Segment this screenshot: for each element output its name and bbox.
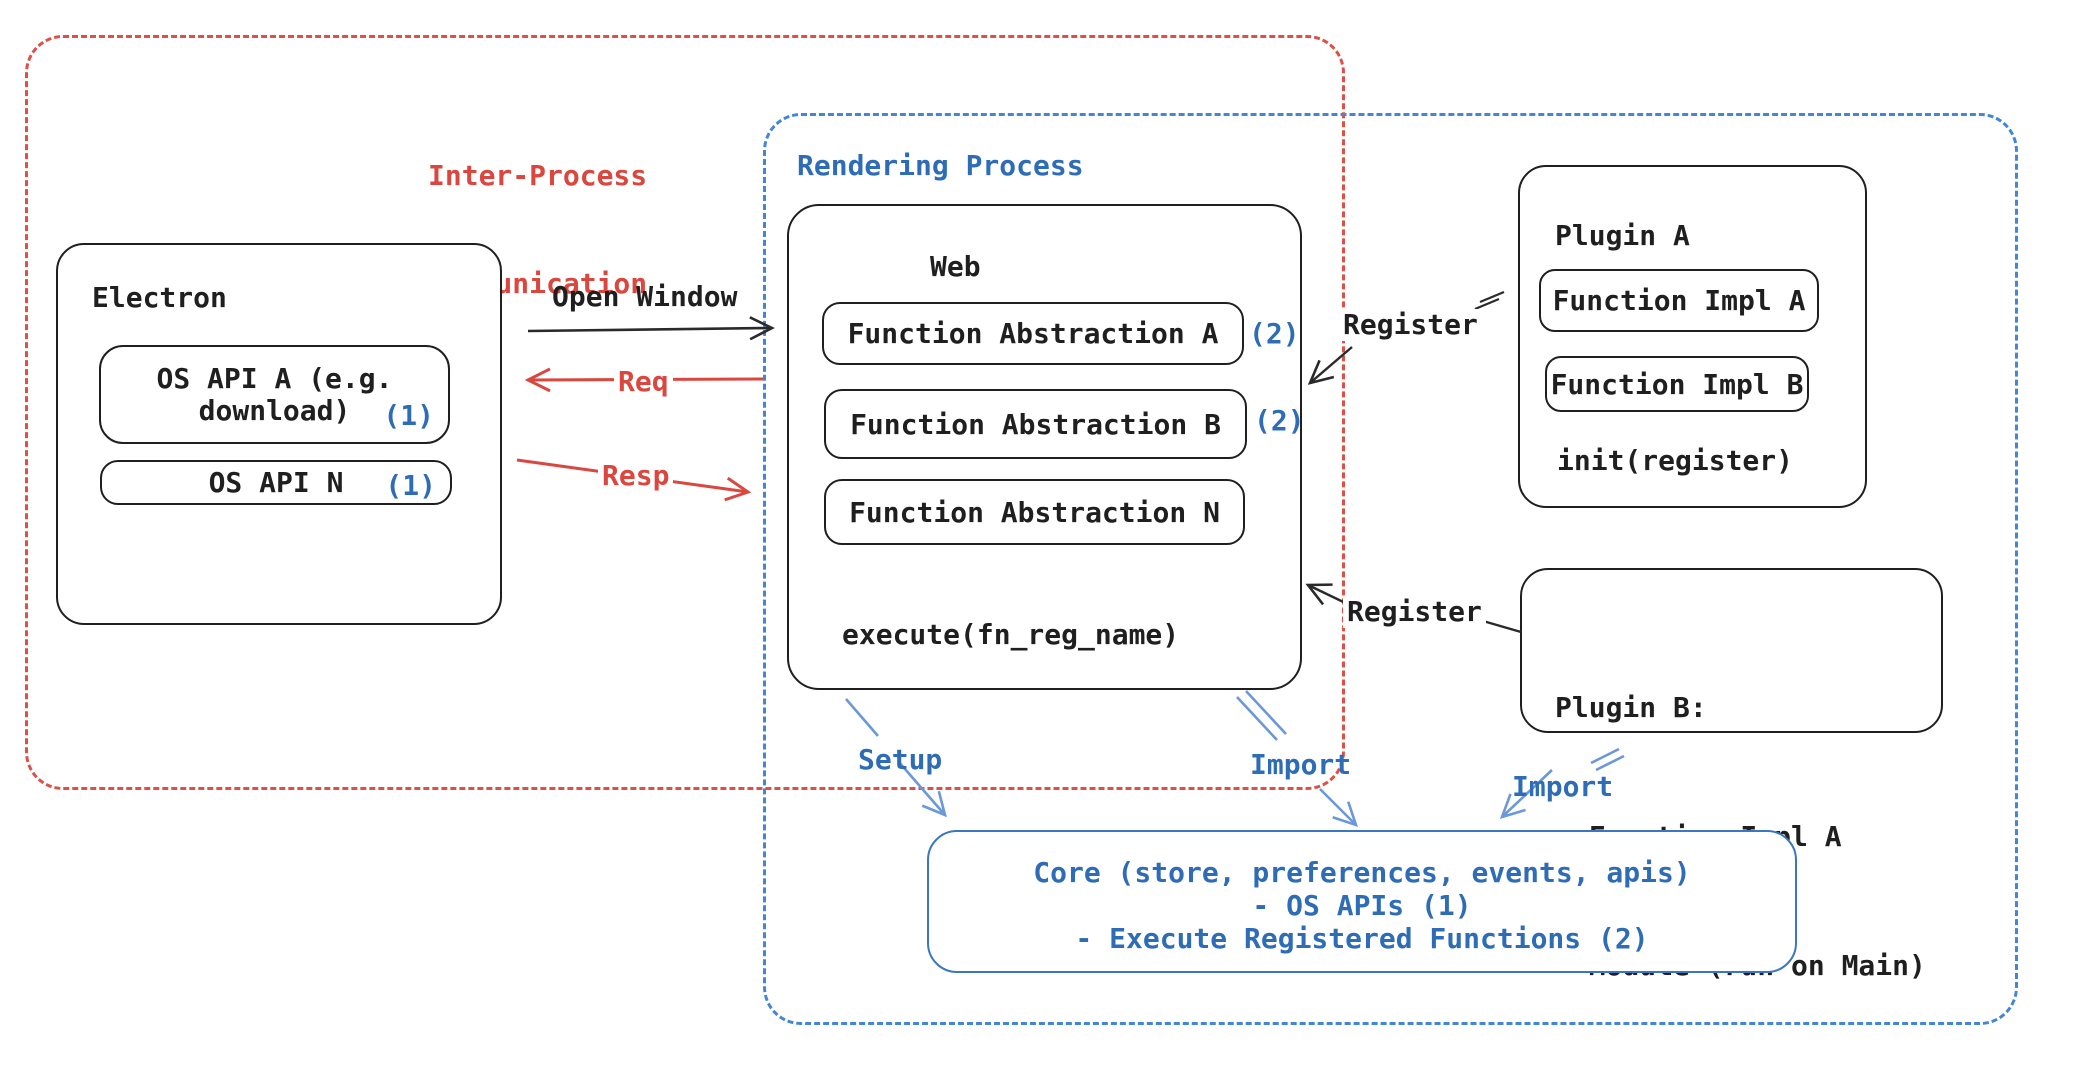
ipc-region-box	[25, 35, 1345, 790]
function-impl-a-box: Function Impl A	[1539, 269, 1819, 332]
plugin-b-box: Plugin B: - Function Impl A - Module (ru…	[1520, 568, 1943, 982]
web-title: Web	[930, 250, 981, 283]
rendering-region-label: Rendering Process	[797, 149, 1084, 182]
core-box: Core (store, preferences, events, apis) …	[927, 830, 1797, 973]
os-api-a-box: OS API A (e.g. download) (1)	[99, 345, 450, 444]
core-line1: Core (store, preferences, events, apis)	[1033, 856, 1691, 889]
fn-abstraction-a-label: Function Abstraction A	[847, 317, 1219, 350]
fn-abstraction-a-box: Function Abstraction A	[822, 302, 1244, 365]
open-window-label: Open Window	[552, 280, 738, 313]
os-api-n-badge: (1)	[385, 469, 436, 502]
function-impl-b-label: Function Impl B	[1550, 367, 1804, 401]
fn-abstraction-a-badge: (2)	[1249, 317, 1300, 350]
os-api-a-badge: (1)	[383, 399, 434, 432]
import-mid-label: Import	[1250, 748, 1352, 781]
register-top-label: Register	[1339, 308, 1482, 342]
function-impl-a-label: Function Impl A	[1552, 284, 1806, 317]
function-impl-b-box: Function Impl B	[1545, 356, 1809, 412]
fn-abstraction-n-label: Function Abstraction N	[849, 495, 1220, 529]
resp-label: Resp	[598, 459, 674, 493]
core-line2: - OS APIs (1)	[1252, 889, 1472, 922]
electron-box: Electron OS API A (e.g. download) (1) OS…	[56, 243, 502, 625]
ipc-label-line1: Inter-Process	[428, 159, 648, 192]
execute-label: execute(fn_reg_name)	[842, 618, 1180, 651]
web-box: Web Function Abstraction A (2) Function …	[787, 204, 1305, 690]
core-content: Core (store, preferences, events, apis) …	[929, 856, 1795, 955]
rendering-region-box	[763, 113, 2018, 1025]
setup-label: Setup	[858, 743, 943, 776]
os-api-n-box: OS API N (1)	[100, 460, 452, 505]
fn-abstraction-b-box: Function Abstraction B	[824, 389, 1247, 459]
init-register-label: init(register)	[1557, 444, 1794, 477]
fn-abstraction-b-badge: (2)	[1254, 404, 1305, 437]
import-right-label: Import	[1512, 770, 1614, 803]
os-api-n-label: OS API N	[208, 466, 344, 499]
electron-title: Electron	[92, 281, 227, 314]
fn-abstraction-n-box: Function Abstraction N	[824, 479, 1245, 545]
os-api-a-line1: OS API A (e.g.	[156, 361, 393, 395]
fn-abstraction-b-label: Function Abstraction B	[850, 407, 1221, 441]
register-bottom-label: Register	[1343, 595, 1486, 629]
core-line3: - Execute Registered Functions (2)	[1075, 922, 1649, 955]
os-api-a-line2: download)	[198, 393, 351, 427]
req-label: Req	[614, 365, 673, 399]
plugin-a-title: Plugin A	[1555, 219, 1690, 252]
plugin-b-title: Plugin B:	[1555, 691, 1707, 724]
plugin-a-box: Plugin A Function Impl A Function Impl B…	[1518, 165, 1867, 508]
